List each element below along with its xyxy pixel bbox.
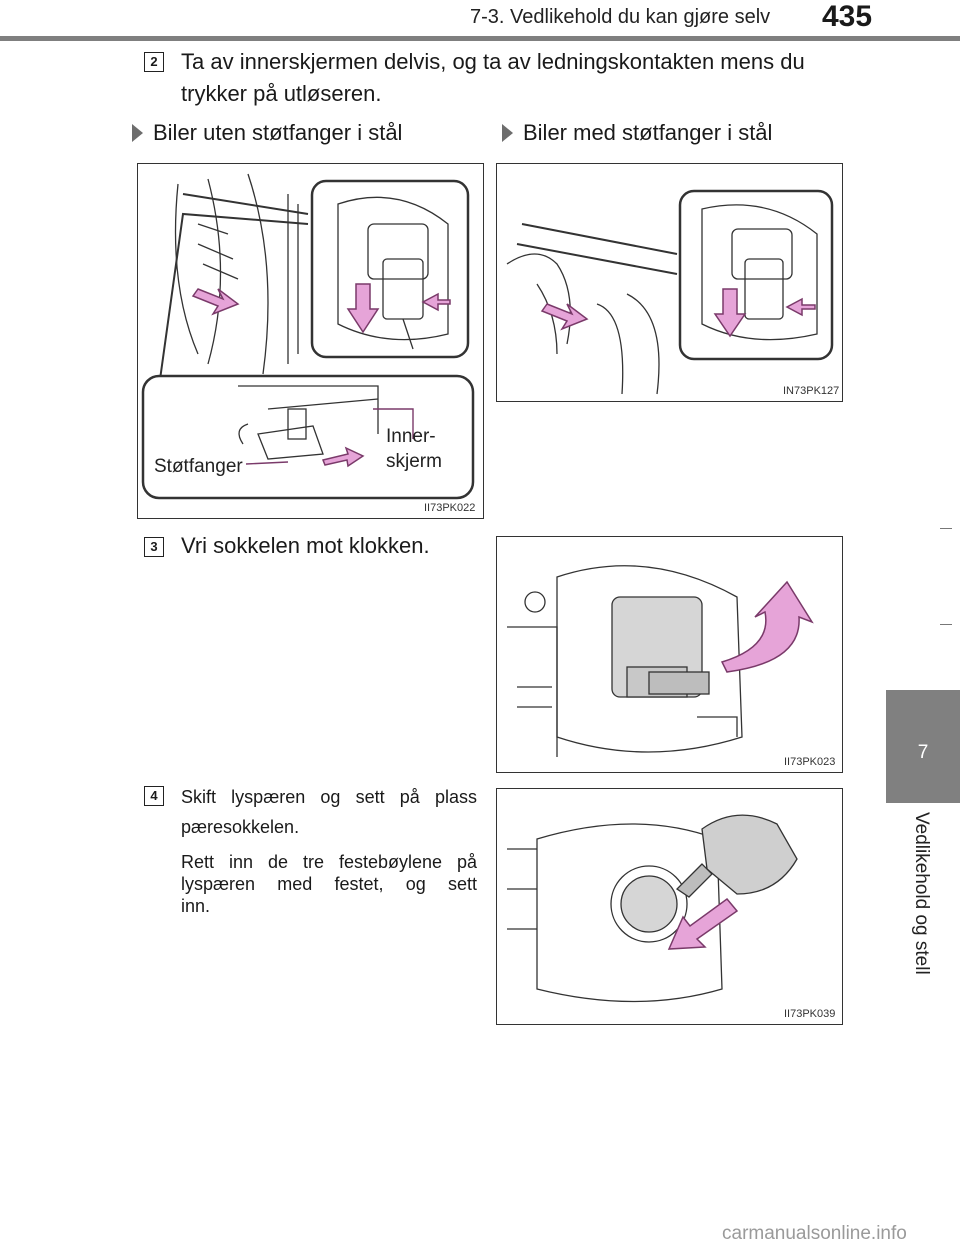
illustration-bulb-socket (507, 565, 814, 757)
label-inner-fender-2: skjerm (386, 451, 442, 472)
figure-rotate-socket: II73PK023 (496, 536, 843, 773)
figure-inner-fender-no-steel-bumper: Støtfanger Inner- skjerm II73PK022 (137, 163, 484, 519)
watermark[interactable]: carmanualsonline.info (722, 1223, 907, 1244)
step2-text-line2: trykker på utløseren. (181, 81, 382, 106)
margin-tick (940, 528, 952, 529)
chapter-number: 7 (917, 742, 929, 763)
variant-heading-right: Biler med støtfanger i stål (502, 120, 772, 146)
figure-code: IN73PK127 (783, 385, 840, 397)
step3-text: Vri sokkelen mot klokken. (181, 533, 430, 558)
label-bumper: Støtfanger (154, 456, 243, 477)
figure-code: II73PK039 (784, 1008, 836, 1020)
figure-code: II73PK023 (784, 756, 836, 768)
arrow-icon (540, 288, 816, 338)
figure-replace-bulb: II73PK039 (496, 788, 843, 1025)
triangle-bullet-icon (132, 124, 143, 142)
arrow-icon (191, 283, 451, 468)
illustration-fender-connector (141, 173, 475, 500)
step4-note-line3: inn. (181, 896, 211, 916)
arrow-icon (720, 580, 814, 673)
step-number-2: 2 (144, 52, 164, 72)
step2-text-line1: Ta av innerskjermen delvis, og ta av led… (181, 49, 805, 74)
step-number-4: 4 (144, 786, 164, 806)
step-number-3: 3 (144, 537, 164, 557)
step4-note-line2: lyspæren med festet, og sett (181, 874, 477, 894)
arrow-icon (667, 897, 739, 950)
step4-text-line1: Skift lyspæren og sett på plass (181, 787, 477, 807)
label-inner-fender-1: Inner- (386, 426, 436, 447)
variant-heading-right-text: Biler med støtfanger i stål (523, 120, 773, 145)
header-rule (0, 36, 960, 41)
step4-note-line1: Rett inn de tre festebøylene på (181, 852, 477, 872)
figure-code: II73PK022 (424, 502, 476, 514)
variant-heading-left-text: Biler uten støtfanger i stål (153, 120, 403, 145)
section-title: 7-3. Vedlikehold du kan gjøre selv (470, 6, 771, 28)
page-number: 435 (822, 0, 873, 33)
triangle-bullet-icon (502, 124, 513, 142)
variant-heading-left: Biler uten støtfanger i stål (132, 120, 402, 146)
chapter-label: Vedlikehold og stell (911, 812, 932, 975)
illustration-bulb-install (507, 814, 798, 1003)
chapter-tab (886, 690, 960, 803)
illustration-fender-connector-steel (506, 189, 834, 395)
step4-text-line2: pæresokkelen. (181, 817, 300, 837)
margin-tick (940, 624, 952, 625)
figure-inner-fender-steel-bumper: IN73PK127 (496, 163, 843, 402)
